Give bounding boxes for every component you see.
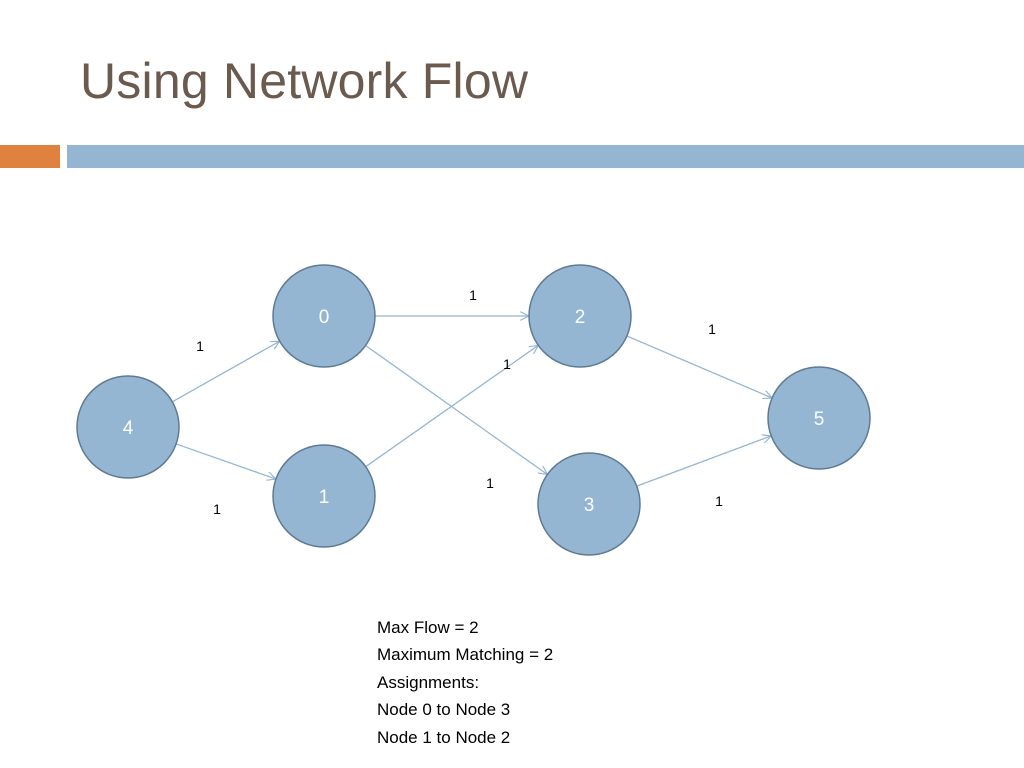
edge-capacity-label: 1 [486,475,494,491]
node-2: 2 [528,264,632,368]
assignment-item: Node 1 to Node 2 [377,727,511,747]
slide-title: Using Network Flow [80,53,529,109]
node-circle [767,366,871,470]
title-accent-bar [0,145,60,168]
edge-capacity-label: 1 [708,321,716,337]
assignment-item: Node 0 to Node 3 [377,700,511,720]
node-circle [272,444,376,548]
max-matching-text: Maximum Matching = 2 [377,645,554,665]
node-circle [272,264,376,368]
node-0: 0 [272,264,376,368]
node-circle [76,375,180,479]
edge-4-to-1 [175,443,276,479]
node-label: 0 [319,307,330,328]
node-label: 3 [584,495,595,516]
assignments-heading: Assignments: [377,672,480,692]
edge-3-to-5 [636,436,771,487]
node-label: 4 [123,418,134,439]
title-divider-bar [67,145,1024,168]
edge-1-to-2 [365,345,539,468]
edge-capacity-label: 1 [469,287,477,303]
node-1: 1 [272,444,376,548]
node-label: 5 [814,409,825,430]
max-flow-text: Max Flow = 2 [377,618,479,637]
node-label: 1 [319,487,330,508]
edge-0-to-3 [365,344,548,475]
node-3: 3 [537,452,641,556]
edge-capacity-label: 1 [503,356,511,372]
edge-capacity-label: 1 [213,501,221,517]
edge-2-to-5 [626,335,772,398]
edge-4-to-0 [172,341,279,403]
edge-capacity-label: 1 [715,493,723,509]
edge-capacity-label: 1 [196,338,204,354]
flow-summary-notes: Max Flow = 2 Maximum Matching = 2 Assign… [377,614,553,751]
node-circle [528,264,632,368]
node-label: 2 [575,307,586,328]
node-circle [537,452,641,556]
node-4: 4 [76,375,180,479]
node-5: 5 [767,366,871,470]
